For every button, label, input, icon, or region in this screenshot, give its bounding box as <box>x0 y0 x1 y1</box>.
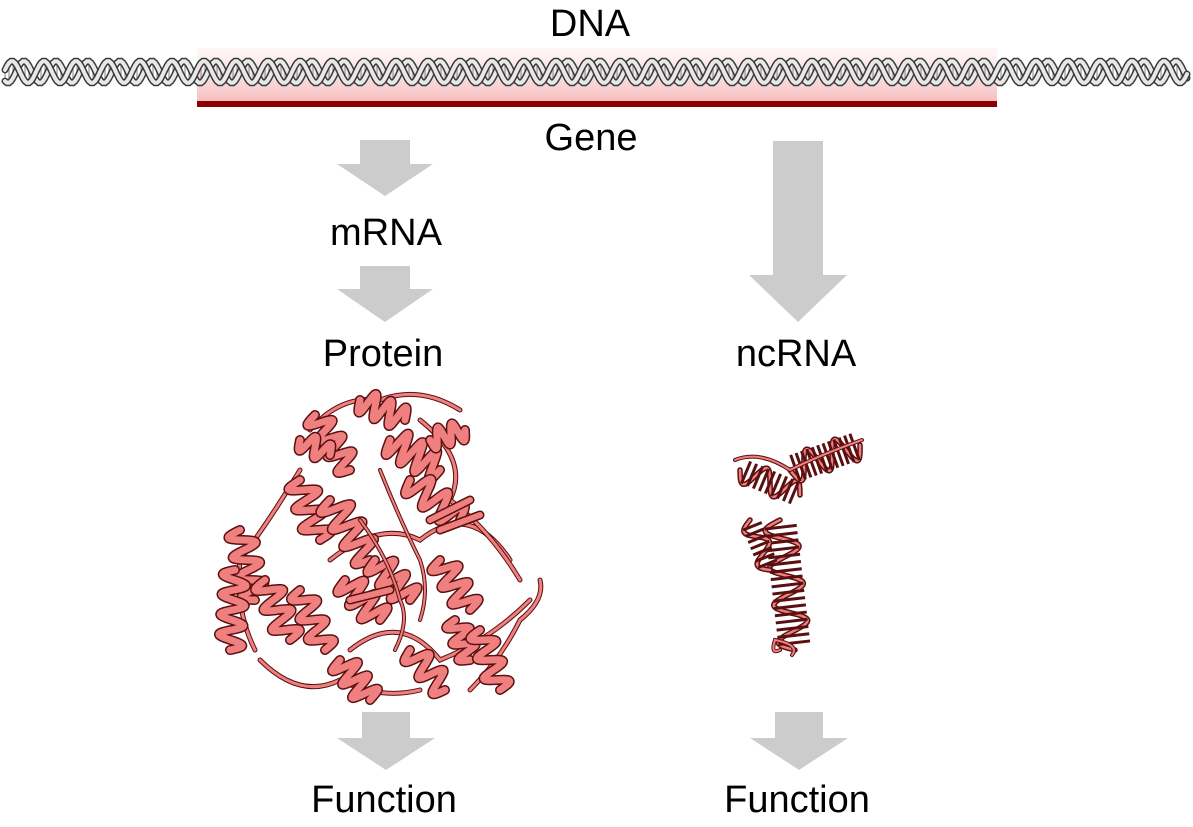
ncrna-base-pair <box>773 596 806 603</box>
arrow-gene-to-mrna <box>337 140 433 196</box>
ncrna-base-pair <box>848 433 861 461</box>
mrna-label: mRNA <box>330 212 443 254</box>
protein-helix <box>354 390 411 430</box>
arrow-protein-to-function <box>337 712 435 770</box>
protein-label: Protein <box>323 333 443 375</box>
ncrna-base-pair <box>770 574 803 582</box>
ncrna-base-pair <box>768 552 801 560</box>
ncrna-base-pair <box>832 439 845 467</box>
protein-helix <box>382 430 444 485</box>
ncrna-label: ncRNA <box>736 333 857 375</box>
ncrna-base-pair <box>752 465 764 490</box>
trna-structure-icon <box>733 433 864 657</box>
arrow-gene-to-ncrna <box>749 141 847 322</box>
ncrna-base-pair <box>770 473 782 497</box>
ncrna-base-pair <box>755 552 775 563</box>
protein-beta-strand <box>347 587 393 603</box>
ncrna-base-pair <box>767 545 800 553</box>
ncrna-base-pair <box>821 442 834 471</box>
gene-bar <box>197 101 997 107</box>
ncrna-base-pair <box>740 460 752 485</box>
protein-helix <box>303 411 357 477</box>
ncrna-base-pair <box>788 480 800 505</box>
ncrna-base-pair <box>758 468 770 492</box>
protein-helix <box>287 586 338 654</box>
protein-helix <box>328 656 382 704</box>
ncrna-base-pair <box>768 560 802 567</box>
ncrna-base-pair <box>774 610 807 618</box>
protein-helix <box>400 646 449 698</box>
protein-helix <box>466 626 514 694</box>
ncrna-base-pair <box>750 539 770 551</box>
ncrna-base-pair <box>775 617 808 625</box>
protein-helix <box>284 476 336 544</box>
gene-label: Gene <box>545 117 638 159</box>
protein-loop <box>348 598 532 662</box>
ncrna-base-pair <box>773 603 807 610</box>
dna-helix-icon <box>1 57 1191 87</box>
ncrna-t-arm <box>742 518 772 572</box>
ncrna-base-pair <box>777 632 810 639</box>
ncrna-base-pair <box>772 588 805 596</box>
ncrna-base-pair <box>742 521 763 532</box>
protein-helix <box>251 576 304 644</box>
protein-helix <box>427 556 483 614</box>
ncrna-base-pair <box>816 444 829 473</box>
protein-core-strand <box>379 469 426 621</box>
arrow-mrna-to-protein <box>337 266 433 322</box>
ncrna-base-pair <box>776 625 809 632</box>
ncrna-base-pair <box>764 523 797 531</box>
protein-ribbon-structure-icon <box>214 389 544 705</box>
ncrna-base-pair <box>746 463 758 487</box>
ncrna-base-pair <box>769 567 802 574</box>
ncrna-backbone <box>734 439 863 472</box>
function-label-protein: Function <box>311 779 457 821</box>
dna-label: DNA <box>550 3 631 45</box>
protein-helix <box>215 566 250 654</box>
ncrna-base-pair <box>805 448 818 476</box>
ncrna-base-pair <box>765 531 798 538</box>
ncrna-base-pair <box>757 558 778 569</box>
protein-core-strand <box>359 519 405 651</box>
protein-beta-strand <box>427 497 473 523</box>
dna-strand <box>3 59 1189 85</box>
protein-beta-strand <box>437 512 483 533</box>
arrow-ncrna-to-function <box>750 712 848 770</box>
ncrna-base-pair <box>764 470 776 495</box>
ncrna-base-pair <box>837 437 850 465</box>
protein-helix <box>442 616 480 665</box>
protein-helix <box>295 433 335 462</box>
ncrna-base-pair <box>747 533 768 544</box>
ncrna-base-pair <box>826 440 840 469</box>
protein-helix <box>426 419 469 453</box>
ncrna-base-pair <box>810 446 824 475</box>
ncrna-base-pair <box>843 435 856 463</box>
ncrna-backbone <box>772 638 795 656</box>
ncrna-base-pair <box>752 546 773 557</box>
function-label-ncrna: Function <box>724 779 870 821</box>
ncrna-base-pair <box>745 527 765 538</box>
ncrna-base-pair <box>782 478 794 502</box>
ncrna-base-pair <box>776 475 788 500</box>
ncrna-base-pair <box>771 581 804 589</box>
